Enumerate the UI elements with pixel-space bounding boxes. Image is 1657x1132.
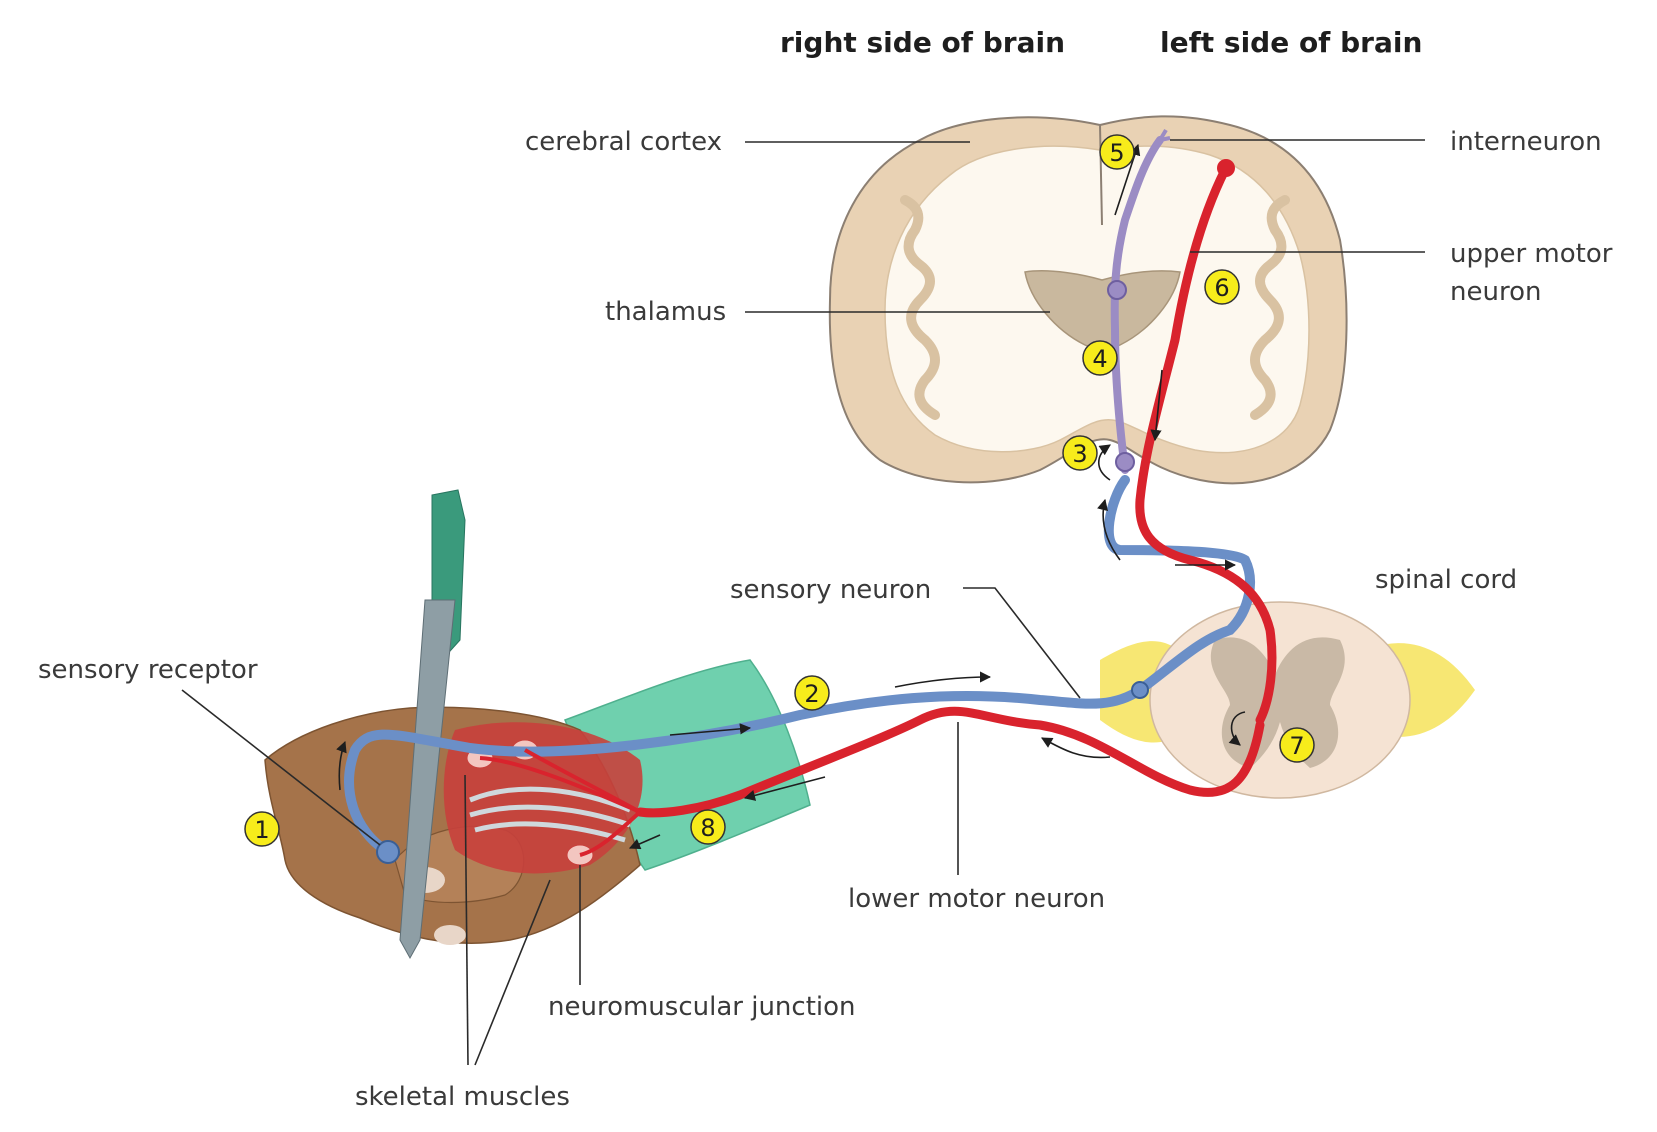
thalamus-shape	[1024, 270, 1181, 350]
leader-skeletal-muscles-2	[474, 879, 551, 1066]
upper-motor-neuron-path	[1135, 165, 1277, 725]
step-6-number: 6	[1214, 274, 1229, 302]
label-lower-motor-neuron: lower motor neuron	[848, 884, 1105, 914]
interneuron-synapse-brainstem	[1115, 452, 1135, 472]
leader-lines	[181, 139, 1425, 1066]
arrow-interneuron-up	[1114, 143, 1141, 216]
arm-illustration	[264, 489, 811, 960]
arrow-synapse-3	[1097, 444, 1111, 481]
step-3-number: 3	[1072, 440, 1087, 468]
arrow-forearm-right	[669, 723, 752, 736]
arrow-brainstem-up	[1097, 498, 1121, 561]
pen-body	[399, 599, 456, 960]
label-cerebral-cortex: cerebral cortex	[525, 127, 722, 157]
muscle-tendon	[469, 786, 631, 843]
step-4-number: 4	[1092, 345, 1107, 373]
step-marker-4: 4	[1082, 340, 1118, 376]
sensory-neuron-path	[344, 475, 1255, 855]
label-sensory-neuron: sensory neuron	[730, 575, 931, 605]
brain-section	[828, 115, 1348, 485]
step-marker-8: 8	[690, 809, 726, 845]
arrow-forearm-left	[743, 776, 826, 801]
step-markers: 1 2 3 4 5 6 7 8	[244, 134, 1315, 847]
step-2-number: 2	[804, 680, 819, 708]
step-1-number: 1	[254, 816, 269, 844]
cortex-gyri-right	[1250, 195, 1290, 420]
step-8-number: 8	[700, 814, 715, 842]
label-interneuron: interneuron	[1450, 127, 1602, 157]
step-7-number: 7	[1289, 732, 1304, 760]
sensory-receptor-ending	[376, 840, 400, 864]
label-skeletal-muscles: skeletal muscles	[355, 1082, 570, 1112]
arrow-spinal-synapse	[1228, 711, 1246, 746]
step-marker-2: 2	[794, 675, 830, 711]
arrow-receptor-up	[336, 740, 347, 791]
leader-sensory-neuron	[963, 587, 1081, 699]
interneuron-dendrite-tip	[1158, 128, 1171, 142]
header-right-side-of-brain: right side of brain	[780, 26, 1065, 59]
arrow-sensory-right	[894, 671, 992, 688]
arrow-lower-motor-left	[1041, 737, 1111, 759]
arrow-upper-motor-down	[1150, 369, 1163, 442]
upper-motor-neuron-cell-body	[1217, 159, 1235, 177]
interneuron-cell-body-thalamus	[1107, 280, 1127, 300]
lower-motor-neuron-path	[635, 706, 1265, 818]
step-marker-1: 1	[244, 811, 280, 847]
label-neuromuscular-junction: neuromuscular junction	[548, 992, 856, 1022]
header-left-side-of-brain: left side of brain	[1160, 26, 1422, 59]
label-sensory-receptor: sensory receptor	[38, 655, 258, 685]
longitudinal-fissure	[1099, 124, 1103, 226]
cortex-gyri-left	[900, 195, 940, 420]
dorsal-root-ganglion	[1131, 681, 1149, 699]
spinal-cord-section	[1100, 601, 1475, 799]
finger-nail	[434, 925, 466, 945]
label-thalamus: thalamus	[605, 297, 726, 327]
motor-branch-2	[524, 748, 641, 814]
label-upper-motor-neuron-line1: upper motor	[1450, 239, 1613, 269]
step-marker-6: 6	[1204, 269, 1240, 305]
step-5-number: 5	[1109, 139, 1124, 167]
step-marker-7: 7	[1279, 727, 1315, 763]
arrow-muscle-left	[628, 834, 661, 850]
leader-sensory-receptor	[181, 689, 381, 846]
label-spinal-cord: spinal cord	[1375, 565, 1517, 595]
label-upper-motor-neuron-line2: neuron	[1450, 277, 1541, 307]
step-marker-5: 5	[1099, 134, 1135, 170]
direction-arrows	[336, 143, 1246, 850]
step-marker-3: 3	[1062, 435, 1098, 471]
motor-branch-3	[579, 810, 642, 857]
leader-skeletal-muscles-1	[464, 774, 469, 1066]
